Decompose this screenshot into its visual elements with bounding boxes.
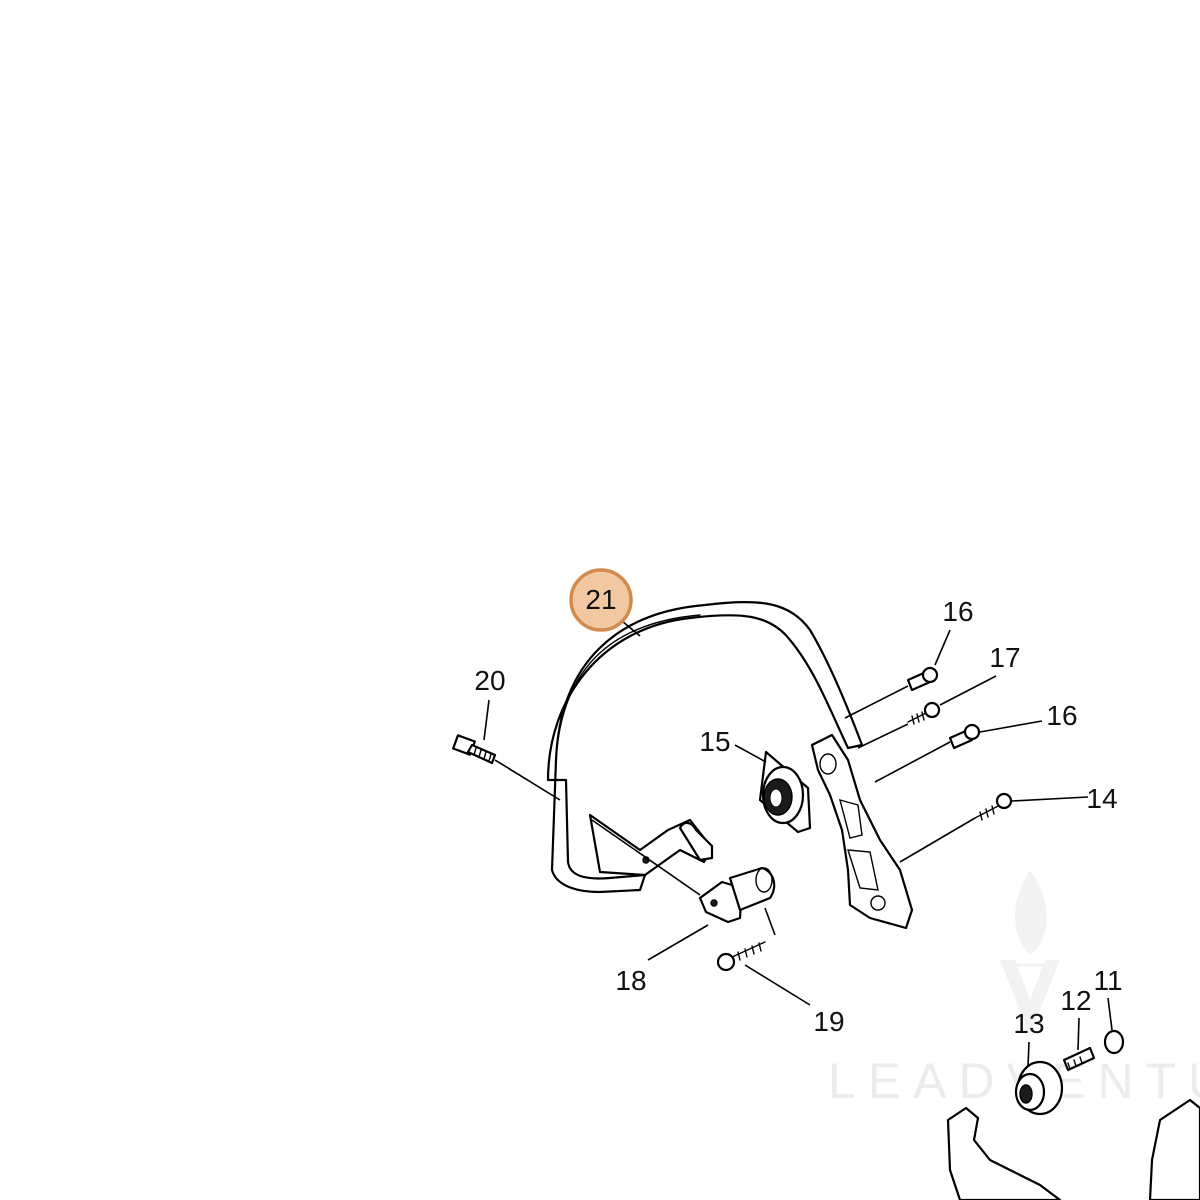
- callout-18[interactable]: 18: [615, 965, 646, 996]
- callout-17[interactable]: 17: [989, 642, 1020, 673]
- screw-16a: [906, 666, 939, 692]
- callout-20[interactable]: 20: [474, 665, 505, 696]
- lower-assembly: [946, 1029, 1200, 1200]
- callout-12[interactable]: 12: [1060, 985, 1091, 1016]
- handle-bracket: [810, 733, 914, 930]
- flame-logo-icon: [1000, 870, 1060, 1035]
- callout-21[interactable]: 21: [585, 584, 616, 615]
- callout-16-lower[interactable]: 16: [1046, 700, 1077, 731]
- screw-16b: [948, 723, 981, 750]
- front-handle-bar: [546, 600, 864, 894]
- callout-16-upper[interactable]: 16: [942, 596, 973, 627]
- screw-14: [974, 792, 1013, 821]
- watermark: LEADVENTUR: [828, 870, 1200, 1109]
- callout-14[interactable]: 14: [1086, 783, 1117, 814]
- screw-17: [907, 701, 941, 725]
- screw-20: [452, 734, 497, 765]
- mount-sleeve: [698, 866, 776, 924]
- callout-21-highlight: [569, 568, 633, 632]
- watermark-text: LEADVENTUR: [828, 1053, 1200, 1109]
- callout-19[interactable]: 19: [813, 1006, 844, 1037]
- callout-11[interactable]: 11: [1093, 965, 1122, 996]
- callout-15[interactable]: 15: [699, 726, 730, 757]
- leader-lines: [483, 620, 1113, 1067]
- screw-19: [716, 941, 766, 972]
- rubber-buffer: [758, 750, 812, 834]
- callout-13[interactable]: 13: [1013, 1008, 1044, 1039]
